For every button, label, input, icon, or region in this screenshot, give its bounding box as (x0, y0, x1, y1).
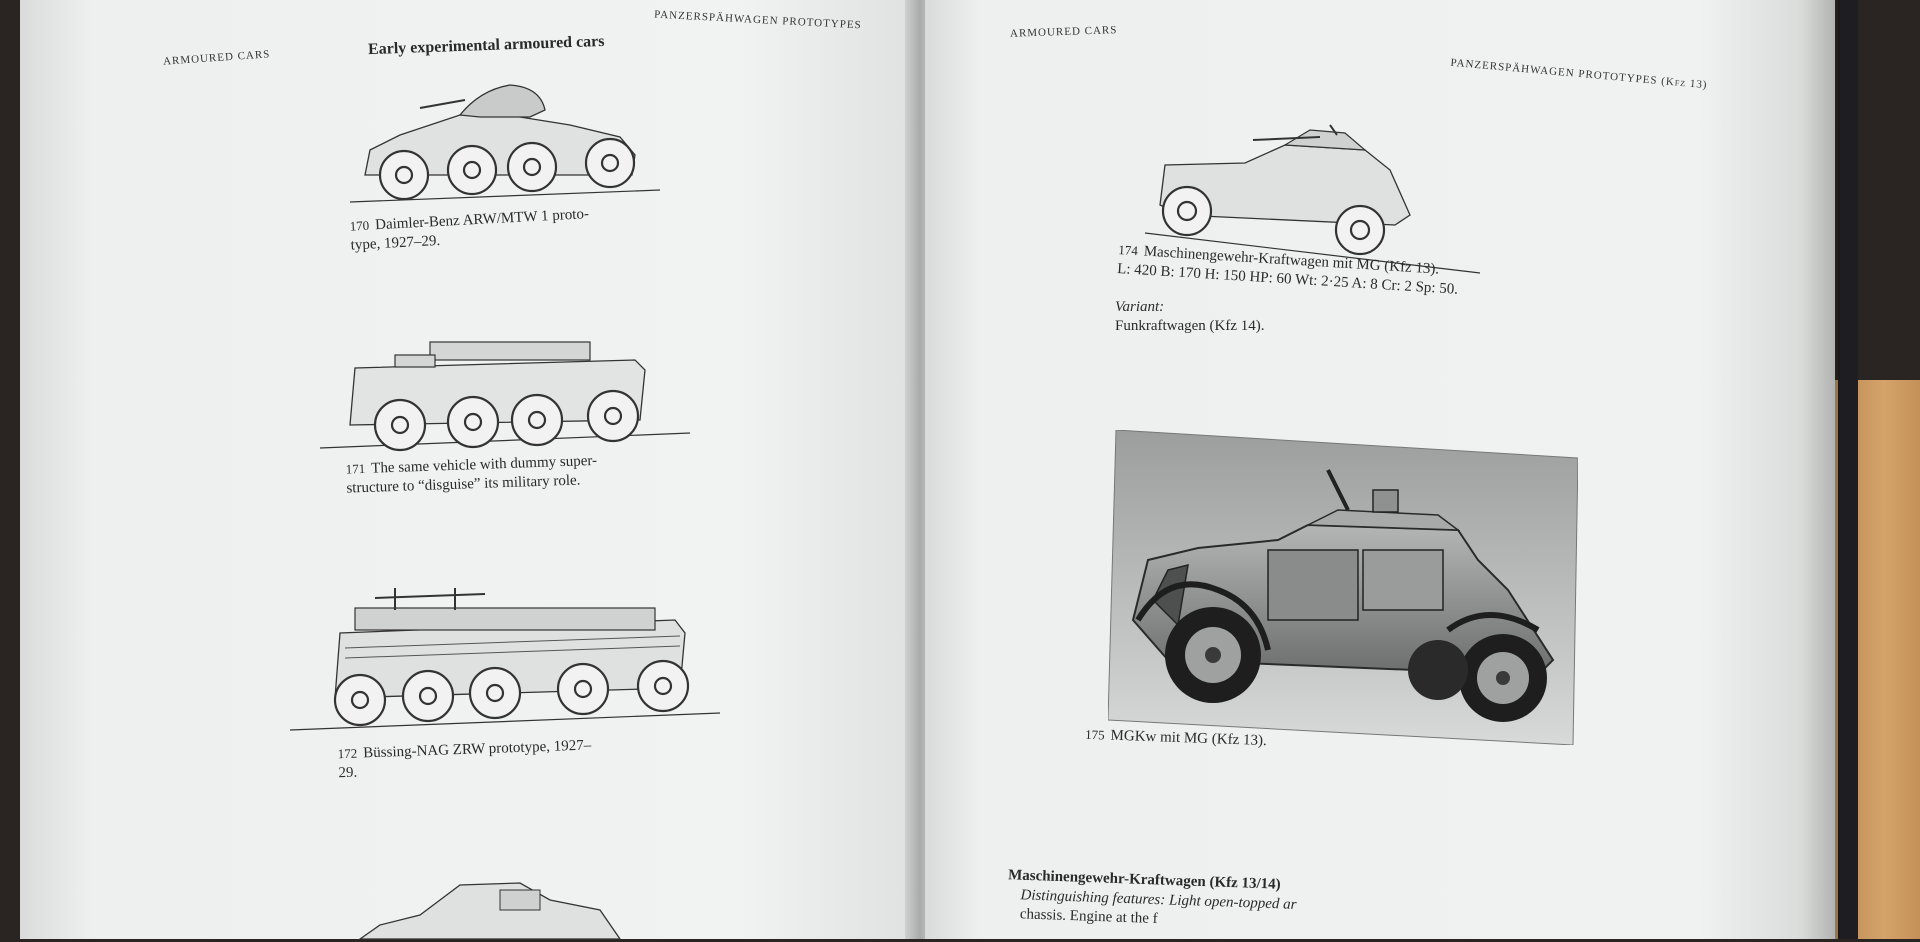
page-shadow (1800, 0, 1840, 939)
vehicle-drawing-171 (319, 341, 691, 452)
vehicle-photo-175 (1108, 430, 1578, 745)
caption-text: type, 1927–29. (350, 232, 441, 254)
caption-number: 172 (337, 745, 358, 762)
caption-174-variant: Variant: Funkraftwagen (Kfz 14). (1115, 298, 1415, 336)
caption-number: 171 (345, 460, 366, 477)
running-head-right: PANZERSPÄHWAGEN PROTOTYPES (Kfz 13) (1449, 56, 1708, 92)
vehicle-drawing-172 (289, 588, 721, 731)
caption-number: 170 (349, 217, 370, 234)
variant-label: Variant: (1115, 299, 1165, 315)
running-head-right: PANZERSPÄHWAGEN PROTOTYPES (653, 8, 863, 32)
caption-number: 174 (1117, 241, 1139, 259)
vehicle-drawing-173-partial (357, 882, 622, 940)
vehicle-drawing-170 (349, 84, 661, 203)
book-cover-edge (1838, 0, 1858, 939)
vehicle-drawing-174 (1144, 124, 1481, 274)
caption-text: Büssing-NAG ZRW prototype, 1927– (362, 737, 592, 762)
caption-number: 175 (1084, 726, 1105, 743)
caption-text: Daimler-Benz ARW/MTW 1 proto- (374, 206, 590, 234)
variant-text: Funkraftwagen (Kfz 14). (1115, 318, 1265, 334)
running-head-left: ARMOURED CARS (162, 48, 271, 68)
caption-text: 29. (338, 764, 358, 782)
page-heading: Early experimental armoured cars (367, 32, 605, 59)
section-text: chassis. Engine at the f (1019, 906, 1158, 928)
left-page: ARMOURED CARS PANZERSPÄHWAGEN PROTOTYPES… (20, 0, 920, 940)
running-head-left: ARMOURED CARS (1009, 24, 1118, 40)
section-body: Distinguishing features: Light open-topp… (1019, 886, 1520, 941)
